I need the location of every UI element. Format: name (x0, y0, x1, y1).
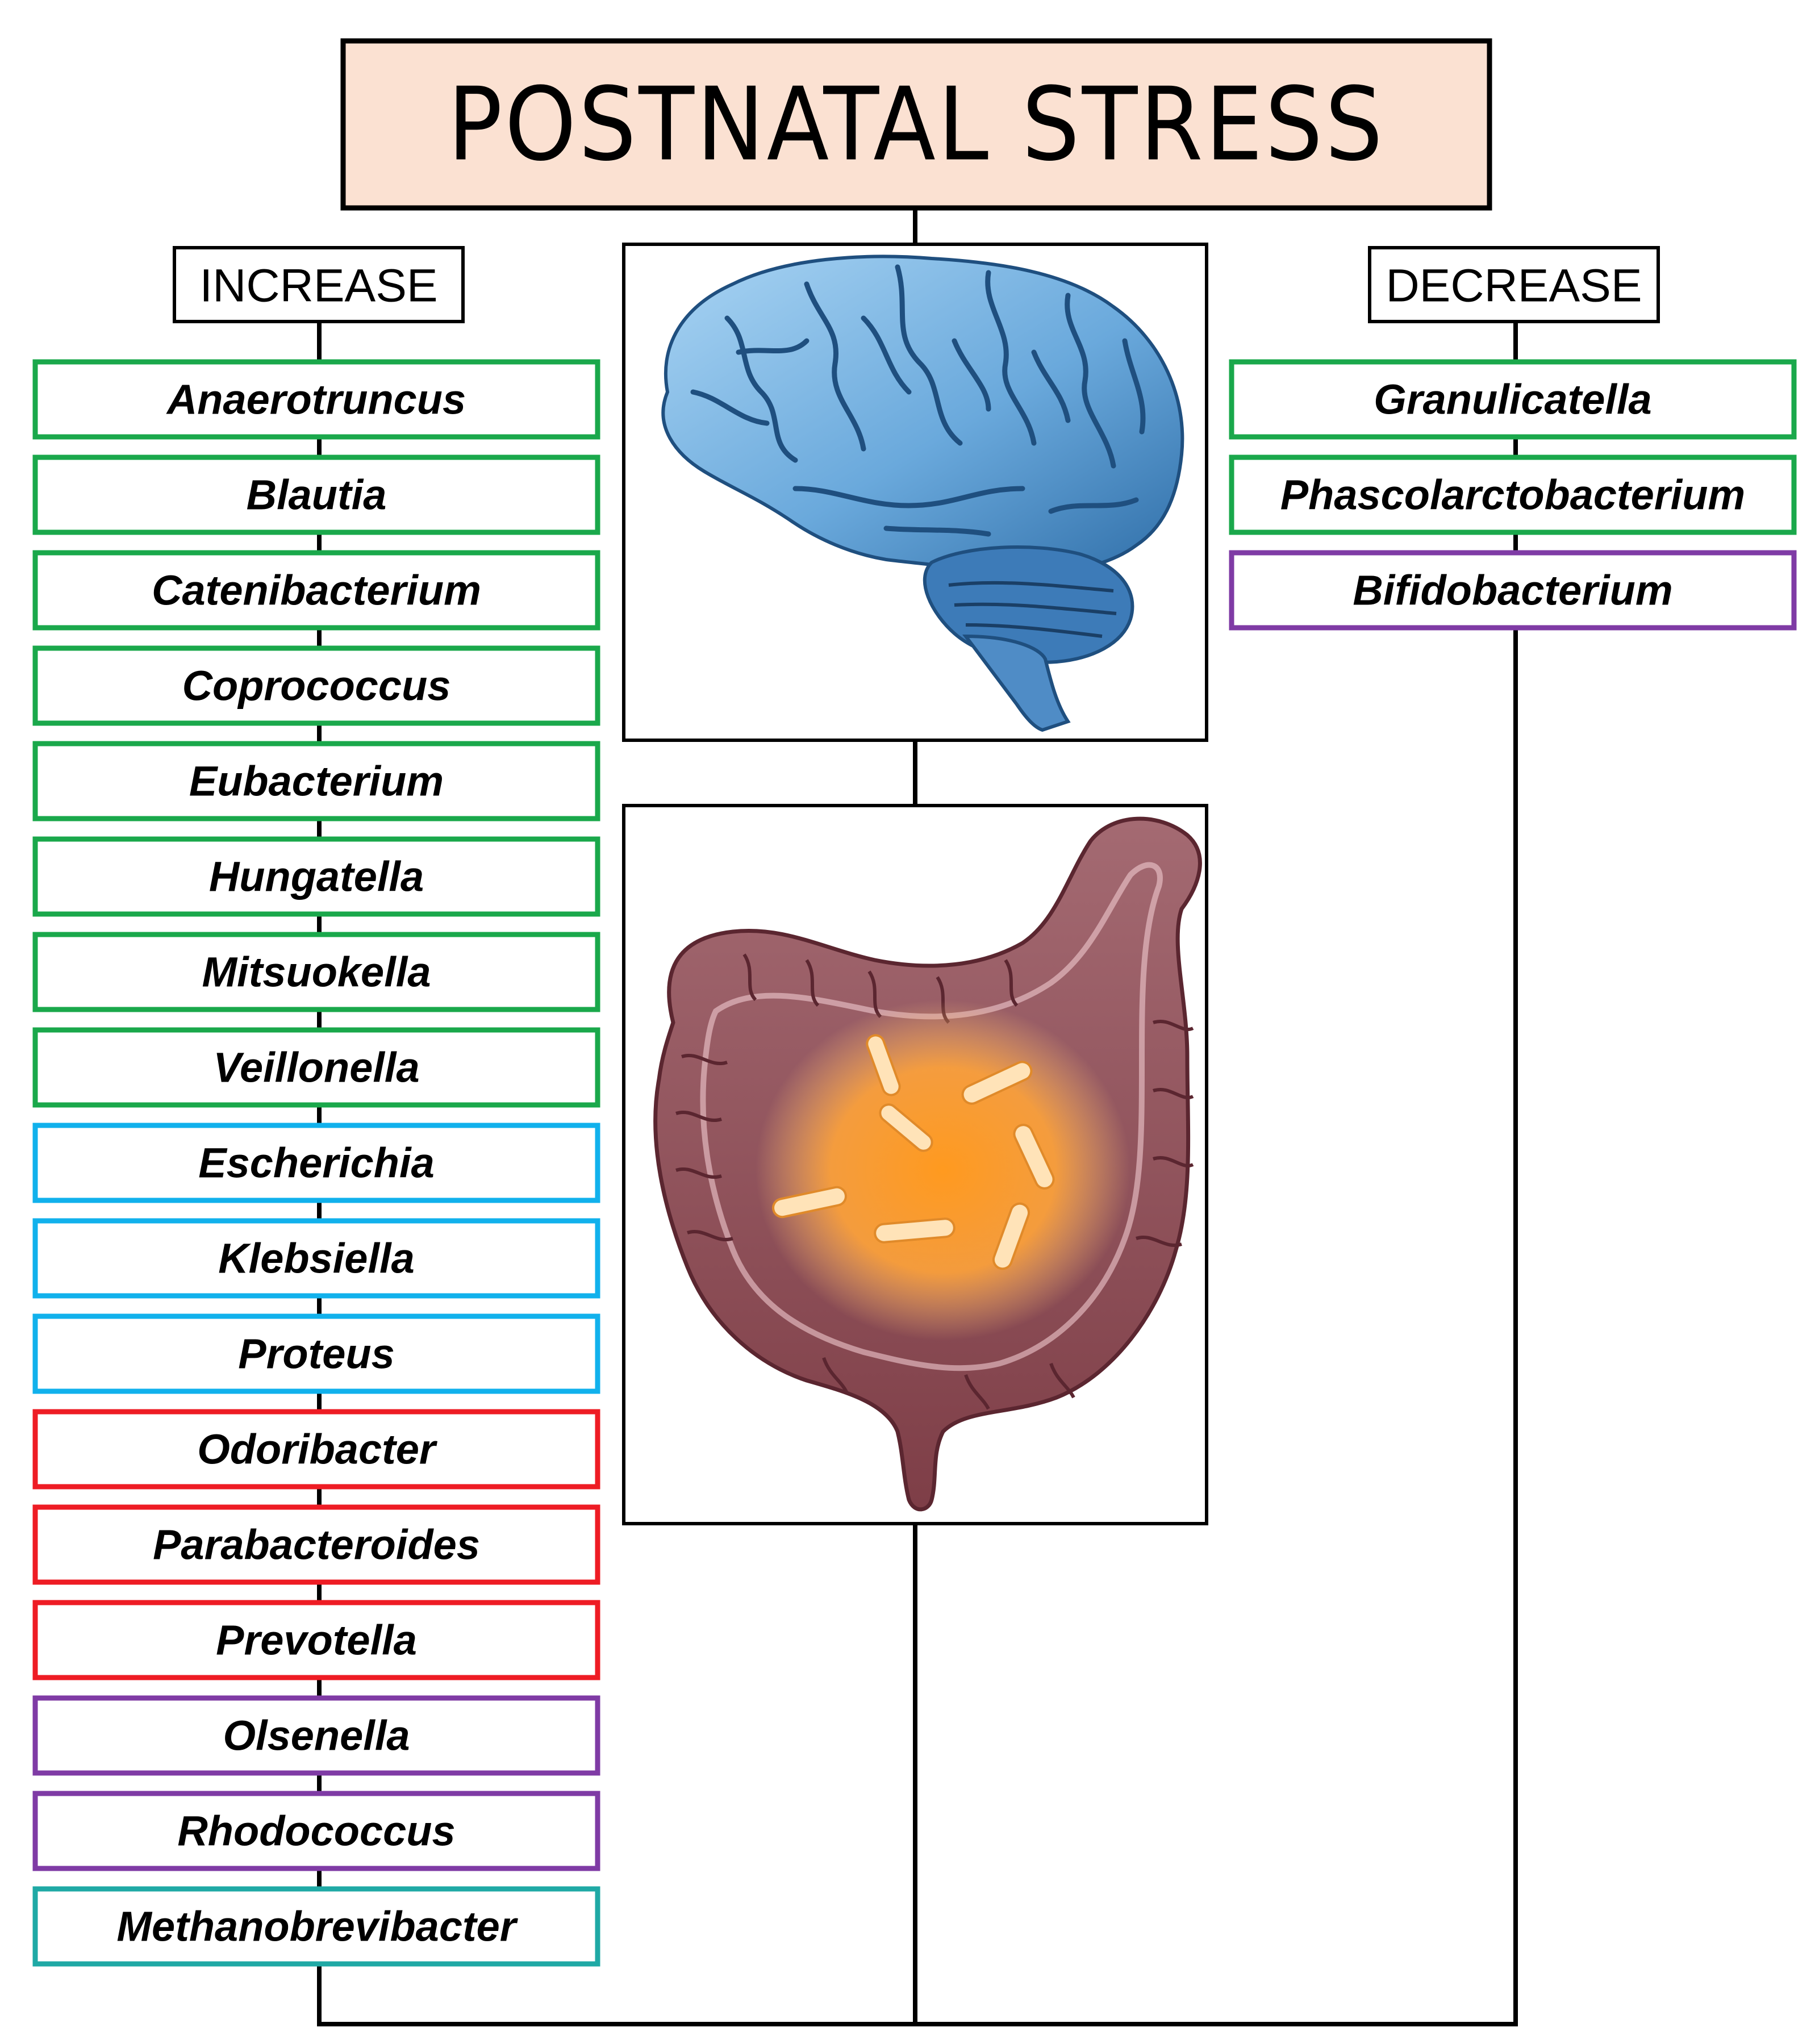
genus-name: Catenibacterium (152, 567, 481, 614)
genus-box-frame (32, 1886, 600, 1967)
genus-name: Veillonella (213, 1044, 419, 1091)
genus-name: Anaerotruncus (166, 376, 466, 423)
decrease-label: DECREASE (1386, 260, 1642, 312)
decrease-genus-item: Bifidobacterium (1229, 550, 1797, 631)
decrease-genus-item: Granulicatella (1229, 359, 1797, 440)
increase-genus-item: Mitsuokella (32, 932, 600, 1012)
increase-header: INCREASE (173, 246, 465, 323)
increase-genus-item: Olsenella (32, 1695, 600, 1776)
genus-box-frame (32, 645, 600, 726)
genus-name: Prevotella (216, 1617, 417, 1664)
genus-name: Phascolarctobacterium (1280, 472, 1745, 519)
increase-genus-item: Eubacterium (32, 741, 600, 821)
intestine-icon (653, 816, 1202, 1512)
increase-genus-item: Rhodococcus (32, 1791, 600, 1871)
genus-box-frame (32, 1409, 600, 1490)
cerebrum-shape (661, 255, 1184, 577)
brainstem-shape (962, 634, 1071, 732)
genus-box-frame (32, 836, 600, 917)
increase-genus-item: Coprococcus (32, 645, 600, 726)
genus-name: Methanobrevibacter (116, 1903, 518, 1950)
brain-panel (622, 243, 1208, 742)
bacterium-icon (961, 1061, 1033, 1105)
brain-icon (661, 255, 1184, 732)
increase-genus-item: Odoribacter (32, 1409, 600, 1490)
genus-name: Rhodococcus (177, 1808, 455, 1855)
title: POSTNATAL STRESS (448, 66, 1385, 183)
genus-name: Odoribacter (197, 1426, 438, 1473)
genus-box-frame (32, 1218, 600, 1299)
bacteria-glow (756, 1000, 1130, 1341)
title-frame (340, 38, 1492, 211)
genus-box-frame (1229, 550, 1797, 631)
genus-name: Parabacteroides (153, 1521, 480, 1569)
genus-box-frame (32, 1504, 600, 1585)
genus-name: Coprococcus (182, 662, 451, 710)
bacterium-icon (866, 1034, 901, 1096)
title-box: POSTNATAL STRESS (340, 38, 1492, 211)
increase-genus-item: Klebsiella (32, 1218, 600, 1299)
increase-genus-item: Veillonella (32, 1027, 600, 1108)
increase-genus-item: Parabacteroides (32, 1504, 600, 1585)
genus-box-frame (32, 454, 600, 535)
genus-box-frame (1229, 359, 1797, 440)
genus-name: Mitsuokella (202, 949, 431, 996)
genus-name: Bifidobacterium (1353, 567, 1672, 614)
increase-genus-item: Anaerotruncus (32, 359, 600, 440)
genus-name: Granulicatella (1374, 376, 1651, 423)
brain-folds (690, 264, 1146, 537)
bacterium-icon (992, 1202, 1030, 1270)
genus-box-frame (32, 550, 600, 631)
increase-header-frame (173, 246, 465, 323)
increase-genus-item: Proteus (32, 1313, 600, 1394)
increase-label: INCREASE (199, 260, 437, 312)
genus-box-frame (32, 1695, 600, 1776)
increase-genus-item: Methanobrevibacter (32, 1886, 600, 1967)
genus-box-frame (32, 1313, 600, 1394)
decrease-header-frame (1368, 246, 1660, 323)
genus-box-frame (32, 741, 600, 821)
genus-box-frame (32, 359, 600, 440)
bacterium-icon (1013, 1124, 1055, 1190)
decrease-genus-list: GranulicatellaPhascolarctobacteriumBifid… (1229, 359, 1797, 631)
decrease-genus-item: Phascolarctobacterium (1229, 454, 1797, 535)
genus-box-frame (32, 1791, 600, 1871)
bacterium-icon (874, 1217, 956, 1244)
bacterium-icon (772, 1186, 847, 1219)
increase-genus-item: Prevotella (32, 1600, 600, 1680)
genus-name: Eubacterium (189, 758, 444, 805)
colon-lumen (700, 862, 1163, 1371)
genus-name: Hungatella (209, 853, 424, 900)
bacterium-icon (879, 1103, 933, 1152)
genus-box-frame (32, 1027, 600, 1108)
genus-box-frame (32, 1600, 600, 1680)
genus-box-frame (32, 1123, 600, 1203)
increase-genus-item: Escherichia (32, 1123, 600, 1203)
increase-genus-list: AnaerotruncusBlautiaCatenibacteriumCopro… (32, 359, 600, 1967)
genus-name: Escherichia (198, 1140, 434, 1187)
genus-box-frame (1229, 454, 1797, 535)
genus-name: Klebsiella (218, 1235, 415, 1282)
gut-panel (622, 804, 1208, 1525)
genus-name: Proteus (238, 1330, 395, 1378)
increase-genus-item: Catenibacterium (32, 550, 600, 631)
genus-box-frame (32, 932, 600, 1012)
bacteria-icons (772, 1034, 1055, 1270)
genus-name: Olsenella (223, 1712, 410, 1759)
increase-genus-item: Blautia (32, 454, 600, 535)
cerebellum-folds (948, 581, 1117, 638)
increase-genus-item: Hungatella (32, 836, 600, 917)
genus-name: Blautia (247, 472, 387, 519)
decrease-header: DECREASE (1368, 246, 1660, 323)
